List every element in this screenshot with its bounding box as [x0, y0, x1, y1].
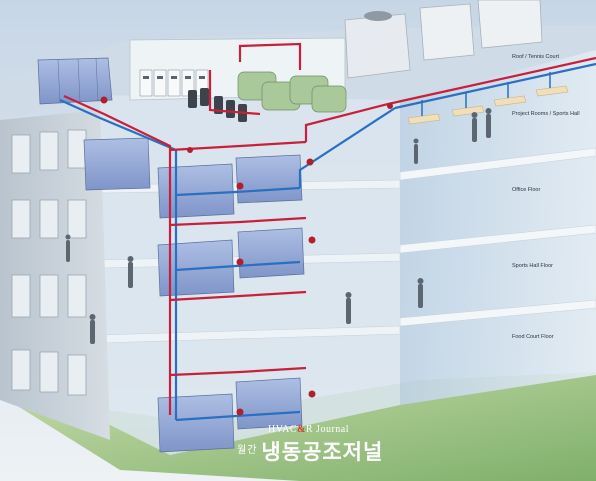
rooftop-ahu	[37, 57, 113, 105]
pipe-valves	[100, 96, 393, 416]
cassette-drops	[421, 72, 551, 116]
return-pipes	[59, 62, 596, 422]
supply-pipes	[63, 42, 596, 415]
floor-slabs	[399, 147, 596, 327]
chiller-units	[237, 71, 347, 113]
floor-label-office: Office Floor	[512, 187, 541, 193]
floor-label-project: Project Rooms / Sports Hall	[512, 111, 580, 117]
people-silhouettes	[65, 108, 492, 344]
left-windows	[11, 129, 87, 396]
cooling-towers	[344, 0, 543, 79]
watermark-brand: HVAC&R Journal	[268, 424, 349, 435]
panel-indicators	[143, 76, 205, 79]
floor-label-roof: Roof / Tennis Court	[512, 54, 559, 60]
floor-label-food: Food Court Floor	[512, 334, 554, 340]
electrical-panels	[139, 69, 209, 97]
floor-label-sports: Sports Hall Floor	[512, 263, 553, 269]
ceiling-cassettes	[407, 85, 569, 125]
